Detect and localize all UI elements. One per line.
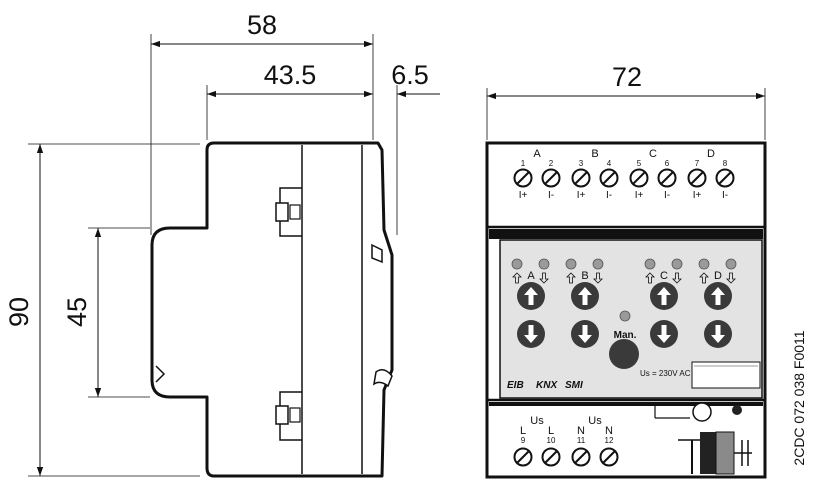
terminal-number: 10 [547,436,556,445]
status-dot-icon [732,405,742,415]
screw-terminal-icon [629,168,649,188]
screw-terminal-icon [687,168,707,188]
screw-terminal-icon [541,168,561,188]
led-indicator [644,258,656,270]
logo-knx: KNX [536,380,558,391]
line-label: L [548,425,554,437]
dim-depth-total: 58 [247,10,277,40]
dim-width-total: 72 [612,62,642,92]
channel-down-button[interactable] [704,320,732,348]
screw-terminal-icon [715,168,735,188]
terminal-polarity: I+ [635,190,644,201]
terminal-number: 9 [521,436,526,445]
channel-up-button[interactable] [704,282,732,310]
terminal-number: 4 [607,159,612,168]
supply-group-label: Us [530,415,544,427]
line-label: N [577,425,585,437]
front-view: 72 A B C D 1 2 3 4 5 6 7 8 I+ [485,62,767,479]
terminal-number: 2 [549,159,554,168]
panel-channel-label: D [714,270,722,282]
control-panel: A B C D Man. Us = 230V AC EIB KNX SM [499,239,763,399]
side-clip-upper [275,187,302,237]
led-indicator [671,258,683,270]
side-housing-outline [150,141,394,478]
supply-voltage-label: Us = 230V AC [640,369,691,378]
dim-height-total: 90 [4,297,34,327]
led-indicator [725,258,737,270]
terminal-number: 1 [521,159,526,168]
dim-height-rail: 45 [62,297,92,327]
panel-channel-label: A [527,270,535,282]
dim-depth-body: 43.5 [264,60,317,90]
bus-connector-icon [678,431,752,475]
logo-smi: SMI [565,380,583,391]
screw-terminal-icon [513,447,533,467]
bottom-terminal-block: Us Us L L N N 9 10 11 12 [489,402,763,475]
screw-terminal-icon [571,168,591,188]
terminal-number: 8 [723,159,728,168]
line-label: N [605,425,613,437]
led-indicator [511,258,523,270]
panel-channel-label: C [660,270,668,282]
manual-button[interactable] [609,339,639,369]
manual-led-indicator [619,310,631,322]
top-channel-label: A [533,148,541,160]
led-indicator [538,258,550,270]
screw-terminal-icon [599,447,619,467]
drawing-reference-code: 2CDC 072 038 F0011 [791,330,807,465]
channel-down-button[interactable] [517,320,545,348]
terminal-number: 3 [579,159,584,168]
terminal-polarity: I- [664,190,670,201]
terminal-polarity: I+ [519,190,528,201]
manual-label: Man. [614,330,637,341]
top-channel-label: C [649,148,657,160]
top-channel-label: D [707,148,715,160]
supply-group-label: Us [588,415,602,427]
terminal-polarity: I- [722,190,728,201]
terminal-polarity: I+ [693,190,702,201]
terminal-polarity: I+ [577,190,586,201]
latch-ring-icon [692,402,712,422]
terminal-number: 7 [695,159,700,168]
terminal-polarity: I- [548,190,554,201]
screw-terminal-icon [513,168,533,188]
screw-terminal-icon [657,168,677,188]
side-view: 58 43.5 6.5 90 45 [4,10,440,478]
led-indicator [565,258,577,270]
terminal-polarity: I- [606,190,612,201]
channel-up-button[interactable] [517,282,545,310]
line-label: L [520,425,526,437]
terminal-number: 11 [577,436,586,445]
dim-depth-front: 6.5 [391,60,429,90]
top-channel-label: B [591,148,598,160]
side-clip-lower [275,391,302,441]
logo-eib: EIB [507,380,524,391]
terminal-number: 5 [637,159,642,168]
screw-terminal-icon [541,447,561,467]
terminal-number: 6 [665,159,670,168]
top-terminal-block: A B C D 1 2 3 4 5 6 7 8 I+ I- I+ I- I+ [513,148,735,201]
screw-terminal-icon [571,447,591,467]
terminal-number: 12 [605,436,614,445]
channel-up-button[interactable] [571,282,599,310]
led-indicator [592,258,604,270]
channel-down-button[interactable] [650,320,678,348]
panel-channel-label: B [581,270,588,282]
led-indicator [698,258,710,270]
screw-terminal-icon [599,168,619,188]
channel-up-button[interactable] [650,282,678,310]
channel-down-button[interactable] [571,320,599,348]
